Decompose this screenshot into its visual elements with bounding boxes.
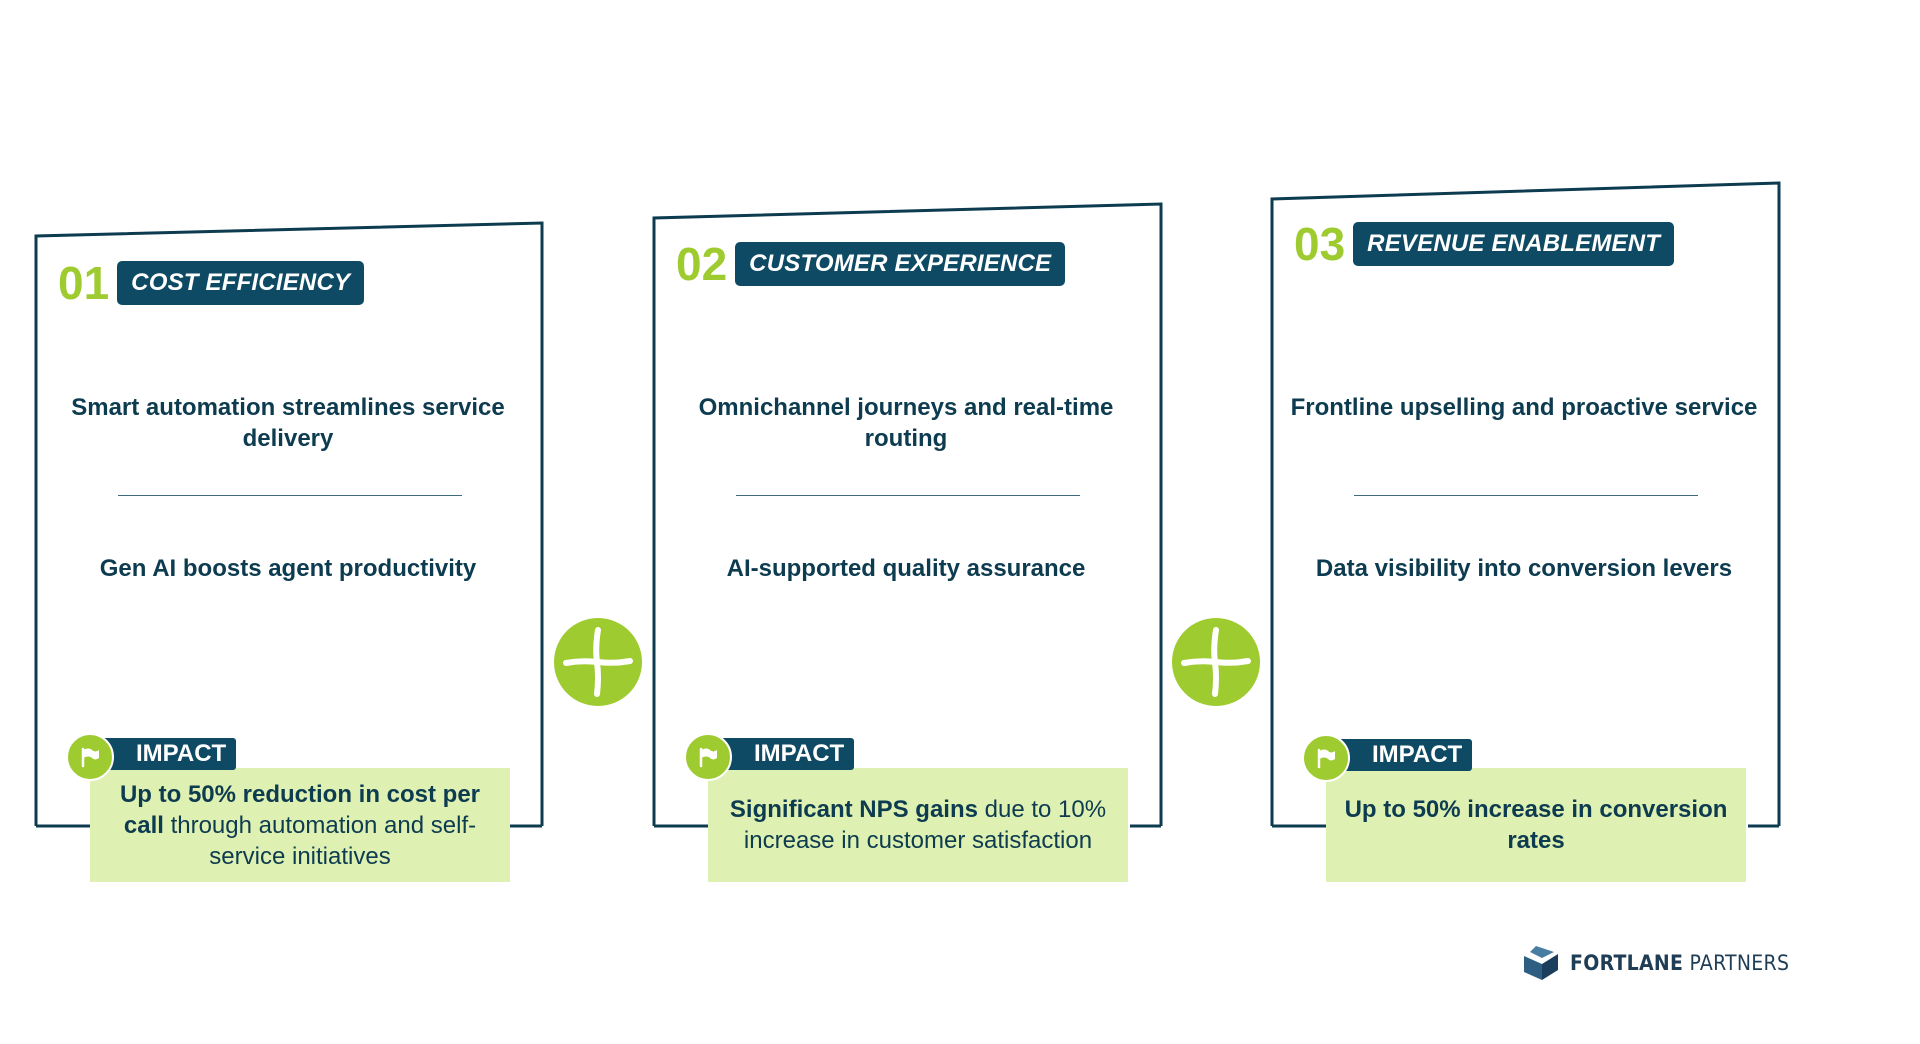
pillar-2-impact-text: Significant NPS gains due to 10% increas… (720, 794, 1116, 856)
pillar-3-impact-bold: Up to 50% increase in conversion rates (1344, 796, 1728, 854)
pillar-1-number: 01 (58, 257, 110, 309)
plus-icon-2 (1172, 618, 1260, 706)
brand-name: FORTLANE PARTNERS (1570, 951, 1789, 975)
pillar-1-divider (118, 495, 462, 496)
pillar-frame-2 (652, 202, 1163, 826)
pillar-3-point-1: Frontline upselling and proactive servic… (1290, 394, 1758, 421)
pillar-3-tag: REVENUE ENABLEMENT (1353, 222, 1675, 266)
flag-icon (699, 747, 717, 768)
pillar-1-header: 01 COST EFFICIENCY (58, 257, 365, 309)
pillar-3-impact-flag-icon (1302, 734, 1350, 782)
pillar-1-impact-rest: through automation and self-service init… (163, 811, 477, 870)
pillar-3-point-2: Data visibility into conversion levers (1315, 555, 1733, 582)
brand-name-bold: FORTLANE (1570, 951, 1684, 975)
flag-icon (1317, 748, 1335, 769)
pillar-2-impact-bold: Significant NPS gains (729, 796, 978, 823)
pillar-2-point-2: AI-supported quality assurance (726, 555, 1086, 582)
flag-icon (81, 747, 99, 768)
pillar-2-tag: CUSTOMER EXPERIENCE (735, 242, 1066, 286)
pillar-2-point-1: Omnichannel journeys and real-time routi… (698, 394, 1114, 452)
pillar-3-number: 03 (1294, 218, 1346, 270)
pillar-2-impact-flag-icon (684, 733, 732, 781)
pillar-3-header: 03 REVENUE ENABLEMENT (1294, 218, 1675, 270)
pillar-frame-3 (1270, 181, 1781, 826)
pillar-frame-1 (34, 221, 544, 826)
pillar-2-impact-box: Significant NPS gains due to 10% increas… (708, 768, 1128, 882)
pillar-2-number: 02 (676, 238, 728, 290)
fortlane-logo-icon (1524, 946, 1558, 980)
pillar-1-point-2: Gen AI boosts agent productivity (99, 555, 477, 582)
pillar-2-header: 02 CUSTOMER EXPERIENCE (676, 238, 1066, 290)
pillar-1-tag: COST EFFICIENCY (117, 261, 365, 305)
pillar-1-impact-flag-icon (66, 733, 114, 781)
pillar-3-divider (1354, 495, 1698, 496)
pillar-3-impact-box: Up to 50% increase in conversion rates (1326, 768, 1746, 882)
pillar-1-impact-text: Up to 50% reduction in cost per call thr… (102, 779, 498, 872)
plus-icon-1 (554, 618, 642, 706)
plus-icon (563, 627, 633, 697)
pillar-2-divider (736, 495, 1080, 496)
plus-icon (1181, 627, 1251, 697)
brand-logo: FORTLANE PARTNERS (1520, 942, 1789, 984)
pillar-1-impact-box: Up to 50% reduction in cost per call thr… (90, 768, 510, 882)
pillar-1-point-1: Smart automation streamlines service del… (71, 394, 505, 452)
pillar-3-impact-text: Up to 50% increase in conversion rates (1338, 794, 1734, 856)
brand-name-rest: PARTNERS (1683, 951, 1790, 975)
